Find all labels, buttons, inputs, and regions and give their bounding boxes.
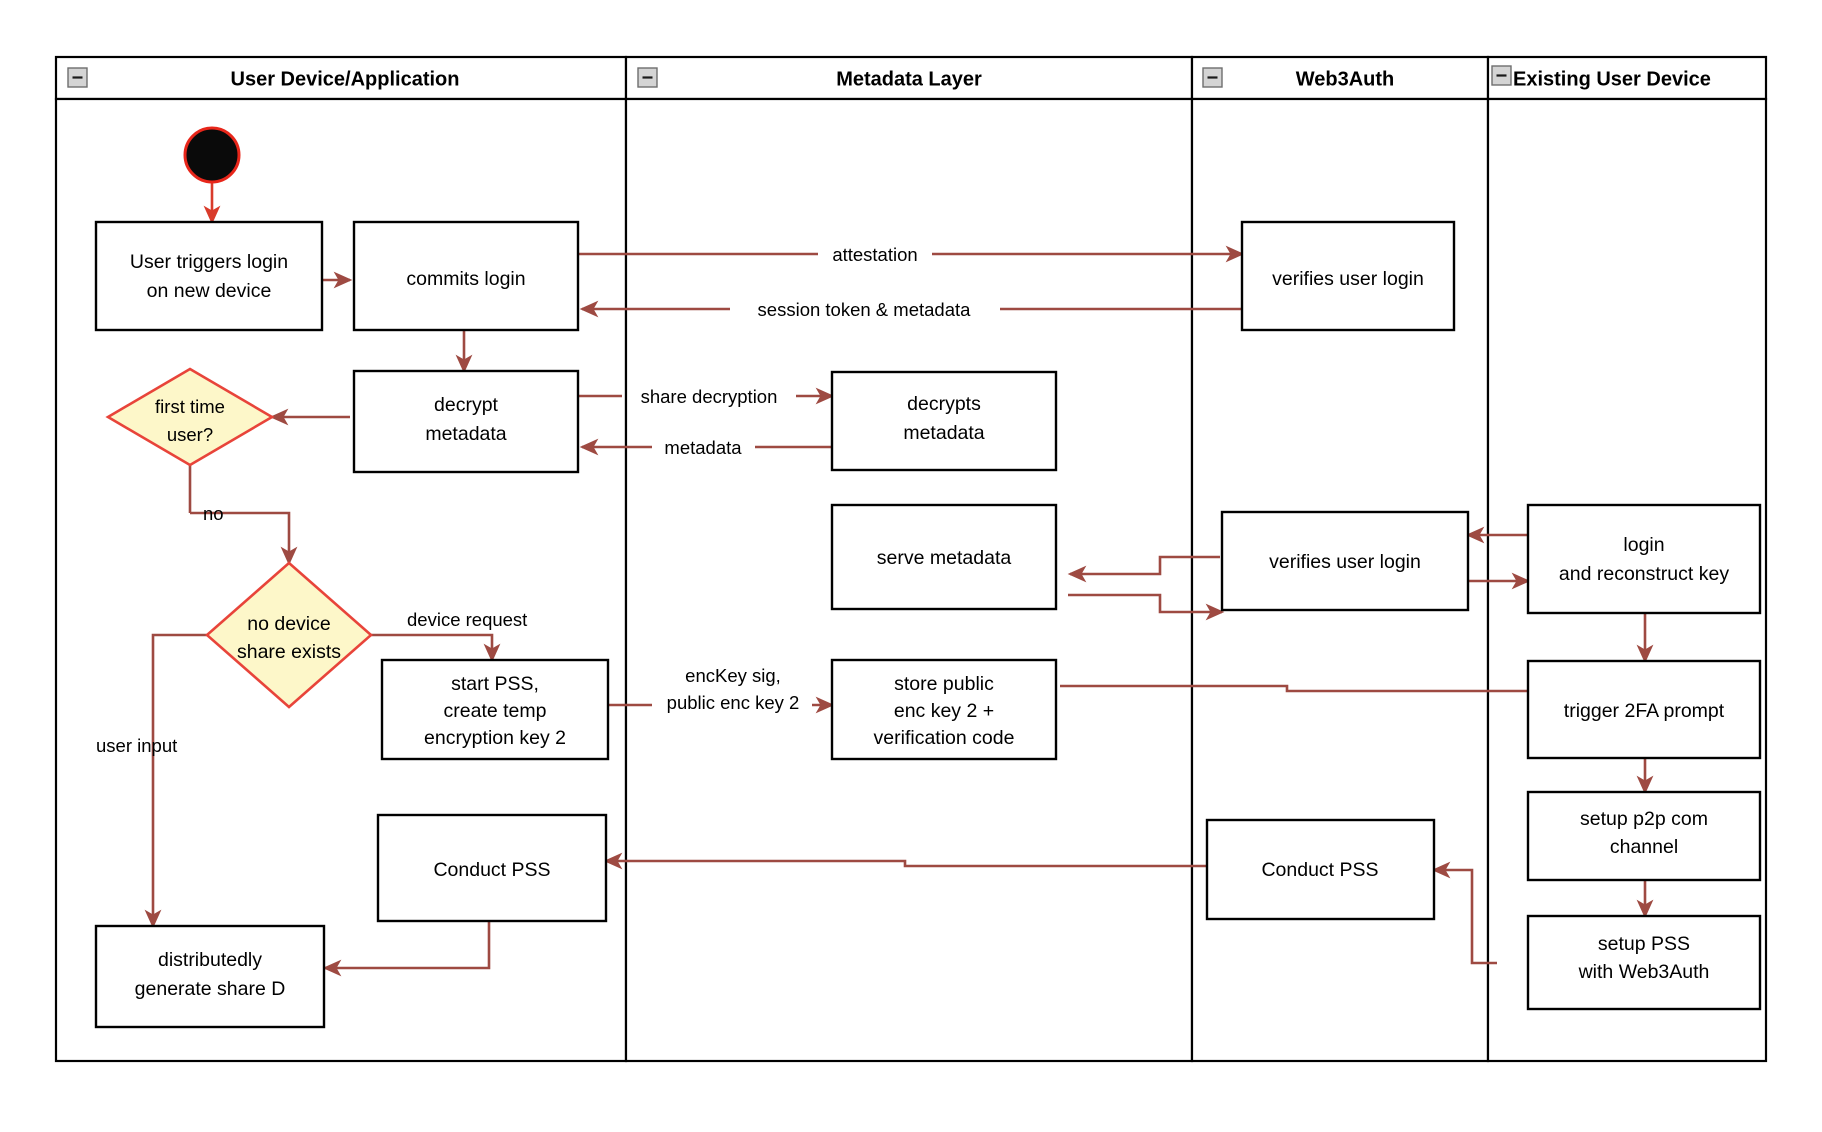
node-verifies-user-login-1[interactable]: verifies user login [1240, 220, 1456, 332]
node-label-line-1: verifies user login [1269, 551, 1421, 573]
node-label-line-1: setup PSS [1598, 933, 1690, 955]
node-label-line-2: metadata [903, 422, 984, 444]
node-conduct-pss-user[interactable]: Conduct PSS [376, 813, 608, 923]
edges: attestation session token & metadata sha… [96, 168, 1654, 977]
node-label-line-1: no device [247, 613, 330, 635]
node-label-line-2: create temp [444, 700, 547, 722]
node-trigger-2fa-prompt[interactable]: trigger 2FA prompt [1526, 659, 1762, 760]
edge-conduct-pss-web3auth-to-user [603, 852, 1207, 870]
node-store-public-enc-key[interactable]: store public enc key 2 + verification co… [830, 658, 1058, 761]
edge-no-to-no-device-share [190, 511, 298, 566]
node-label-line-1: decrypt [434, 394, 499, 416]
edge-label-share-decryption: share decryption [641, 386, 778, 407]
node-decrypts-metadata[interactable]: decrypts metadata [830, 370, 1058, 472]
lane-title-existing-device: Existing User Device [1513, 68, 1711, 90]
node-label-line-2: user? [167, 424, 213, 445]
edge-label-device-request: device request [407, 609, 527, 630]
edge-device-request [371, 633, 501, 663]
node-label-line-1: User triggers login [130, 251, 288, 273]
node-label-line-1: start PSS, [451, 673, 539, 695]
node-label-line-2: and reconstruct key [1559, 563, 1729, 585]
edge-conduct-pss-to-generate-share-d [322, 921, 491, 977]
node-label-line-1: Conduct PSS [433, 859, 550, 881]
node-distributedly-generate-share-d[interactable]: distributedly generate share D [94, 924, 326, 1029]
node-label-line-1: trigger 2FA prompt [1564, 700, 1725, 722]
node-label-line-2: generate share D [135, 978, 286, 1000]
node-start-pss-create-temp[interactable]: start PSS, create temp encryption key 2 [380, 658, 610, 761]
node-verifies-user-login-2[interactable]: verifies user login [1220, 510, 1470, 612]
edge-serve-metadata-to-verifies-2 [1068, 593, 1225, 621]
edge-verifies-2-to-serve-metadata [1067, 555, 1220, 583]
edge-label-metadata: metadata [664, 437, 742, 458]
initial-node[interactable] [183, 126, 241, 184]
node-label-line-1: login [1623, 534, 1664, 556]
node-label-line-1: verifies user login [1272, 268, 1424, 290]
minus-box-icon[interactable] [67, 67, 88, 88]
minus-box-icon[interactable] [637, 67, 658, 88]
node-user-triggers-login[interactable]: User triggers login on new device [94, 220, 324, 332]
node-label-line-1: distributedly [158, 949, 262, 971]
edge-store-key-to-trigger-2fa [1060, 682, 1614, 700]
node-conduct-pss-web3auth[interactable]: Conduct PSS [1205, 818, 1436, 921]
node-label-line-1: decrypts [907, 393, 981, 415]
node-label-line-1: serve metadata [877, 547, 1012, 569]
node-label-line-2: enc key 2 + [894, 700, 994, 722]
node-label-line-3: encryption key 2 [424, 727, 566, 749]
lane-title-user-device: User Device/Application [231, 68, 460, 90]
node-commits-login[interactable]: commits login [352, 220, 580, 332]
edge-label-user-input: user input [96, 735, 177, 756]
node-label-line-2: channel [1610, 836, 1678, 858]
node-decrypt-metadata[interactable]: decrypt metadata [352, 369, 580, 474]
node-label-line-1: commits login [406, 268, 525, 290]
node-label-line-1: Conduct PSS [1261, 859, 1378, 881]
edge-label-no: no [203, 503, 224, 524]
node-label-line-2: on new device [147, 280, 272, 302]
edge-user-input [144, 633, 207, 929]
node-label-line-2: with Web3Auth [1578, 961, 1710, 983]
lane-title-metadata: Metadata Layer [836, 68, 982, 90]
node-label-line-2: metadata [425, 423, 506, 445]
edge-label-enckey-line2: public enc key 2 [667, 692, 800, 713]
lane-title-web3auth: Web3Auth [1296, 68, 1395, 90]
node-label-line-1: store public [894, 673, 994, 695]
node-no-device-share-exists[interactable]: no device share exists [205, 561, 373, 709]
minus-box-icon[interactable] [1202, 67, 1223, 88]
edge-setup-pss-to-conduct-pss-web3auth [1431, 861, 1497, 965]
node-serve-metadata[interactable]: serve metadata [830, 503, 1058, 611]
nodes: User triggers login on new device commit… [94, 126, 1762, 1029]
edge-label-attestation: attestation [832, 244, 917, 265]
node-label-line-1: setup p2p com [1580, 808, 1708, 830]
node-label-line-3: verification code [874, 727, 1015, 749]
minus-box-icon[interactable] [1491, 65, 1512, 86]
node-first-time-user[interactable]: first time user? [105, 367, 275, 467]
edge-label-enckey-line1: encKey sig, [685, 665, 781, 686]
node-setup-p2p-com-channel[interactable]: setup p2p com channel [1526, 790, 1762, 882]
node-label-line-2: share exists [237, 641, 341, 663]
edge-label-session-token: session token & metadata [758, 299, 972, 320]
node-setup-pss-with-web3auth[interactable]: setup PSS with Web3Auth [1526, 914, 1762, 1011]
node-login-and-reconstruct-key[interactable]: login and reconstruct key [1526, 503, 1762, 615]
node-label-line-1: first time [155, 396, 225, 417]
